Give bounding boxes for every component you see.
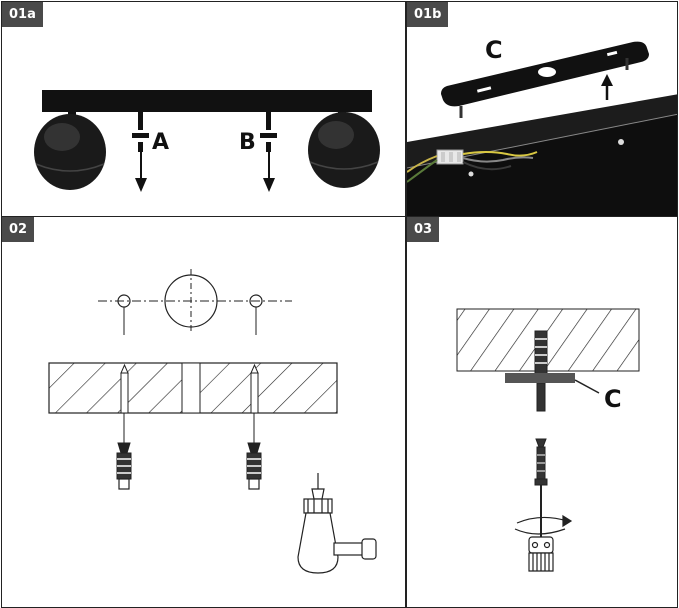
panel-01b: 01b C <box>406 1 678 217</box>
installed-plug <box>534 330 548 412</box>
wires <box>407 151 538 183</box>
drill-icon <box>297 473 377 574</box>
right-spot-head <box>308 110 380 188</box>
ceiling-cross-section <box>456 308 640 372</box>
panel-tag: 03 <box>407 217 440 242</box>
left-spot-head <box>34 110 106 190</box>
wall-plug-left <box>116 413 132 490</box>
panel-tag: 01b <box>407 2 449 27</box>
label-c: C <box>485 36 503 64</box>
panel-02: 02 <box>1 216 406 608</box>
ceiling-cross-section <box>48 362 338 414</box>
panel-tag: 02 <box>2 217 35 242</box>
screw <box>534 438 548 486</box>
drilling-diagram <box>48 269 377 574</box>
screw-b <box>260 110 277 192</box>
luminaire-bar <box>42 90 372 112</box>
plate-leader-line <box>574 379 600 394</box>
screwdriver-icon <box>514 485 573 572</box>
panel-01a: 01a A <box>1 1 406 217</box>
up-arrow <box>601 74 613 100</box>
label-a: A <box>152 130 169 155</box>
label-b: B <box>239 130 256 155</box>
luminaire-side-view: A B <box>34 90 380 192</box>
label-c: C <box>604 385 622 413</box>
wall-plug-right <box>246 413 262 490</box>
terminal-block <box>436 149 464 165</box>
mounting-plate <box>441 41 649 118</box>
mounting-plate-detail: C <box>407 36 677 216</box>
drilling-template <box>98 269 292 335</box>
panel-tag: 01a <box>2 2 43 27</box>
mounting-plate <box>505 373 575 383</box>
plate-mounting-diagram: C <box>456 308 640 572</box>
screw-a <box>132 110 149 192</box>
panel-03: 03 C <box>406 216 678 608</box>
